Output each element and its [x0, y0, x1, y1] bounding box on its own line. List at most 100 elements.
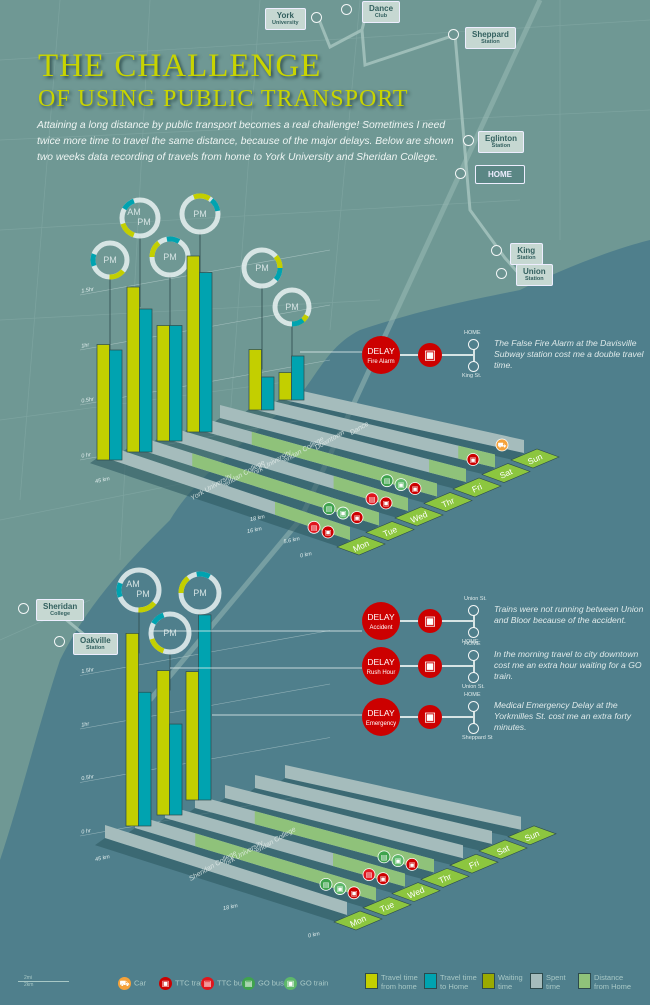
bar-travel-to-home[interactable] — [198, 614, 212, 801]
scale-km: 2km — [24, 982, 34, 988]
ttc-bus-icon: ▤ — [201, 977, 214, 990]
pm-label: PM — [137, 217, 151, 227]
y-tick-label: 0.5hr — [81, 396, 96, 404]
label-sub: Station — [86, 645, 105, 651]
car-icon: ⛟ — [495, 438, 509, 452]
swatch-color — [424, 973, 437, 989]
go-bus-icon: ▤ — [319, 877, 333, 891]
y-tick-label: 0 hr — [81, 452, 93, 460]
delay-badge[interactable]: DELAY Emergency — [362, 698, 400, 736]
ttc-train-icon: ▣ — [408, 482, 422, 495]
spent-time-strip — [220, 405, 466, 482]
day-tag — [449, 853, 499, 874]
chart-week-1: 0 hr0.5hr1hr1.5hrSun⛟DanceSat▣DowntownFr… — [79, 193, 560, 559]
bar-travel-to-home[interactable] — [261, 376, 275, 411]
bar-travel-from-home[interactable] — [126, 286, 140, 453]
bar-travel-to-home[interactable] — [291, 355, 305, 401]
day-row-sun: Sun⛟ — [270, 386, 560, 469]
svg-text:▤: ▤ — [311, 525, 318, 532]
time-of-day-clock: PM — [148, 611, 192, 655]
swatch-color — [578, 973, 591, 989]
bar-travel-from-home[interactable] — [248, 349, 262, 411]
route-from: HOME — [464, 330, 481, 336]
bar-travel-from-home[interactable] — [156, 325, 170, 442]
day-row-fri: Fri — [215, 785, 499, 874]
ttc-train-icon: ▣ — [347, 886, 361, 900]
route-start-node — [468, 339, 479, 350]
ttc-train-icon: ▣ — [350, 511, 364, 524]
label-sub: College — [50, 611, 71, 617]
go-train-icon: ▣ — [336, 506, 350, 520]
strip-shadow — [150, 437, 408, 519]
bar-travel-from-home[interactable] — [125, 633, 139, 827]
legend-label: GO bus — [258, 978, 284, 988]
distance-tick: 16 km — [247, 526, 263, 535]
bar-travel-to-home[interactable] — [138, 691, 152, 827]
oakville-node — [54, 636, 65, 647]
delay-reason: Rush Hour — [366, 670, 396, 676]
legend-item-ttc-bus: ▤TTC bus — [201, 977, 246, 990]
bar-travel-from-home[interactable] — [278, 372, 292, 401]
pm-label: PM — [193, 209, 207, 219]
bar-travel-from-home[interactable] — [96, 344, 110, 461]
day-tag — [510, 448, 560, 469]
bar-travel-to-home[interactable] — [169, 325, 183, 442]
bar-travel-from-home[interactable] — [186, 255, 200, 433]
sheppard-node — [448, 29, 459, 40]
king-node — [491, 245, 502, 256]
day-label: Thr — [440, 495, 456, 509]
bar-travel-to-home[interactable] — [199, 272, 213, 433]
go-train-icon: ▣ — [333, 882, 347, 895]
route-start-node — [468, 605, 479, 616]
day-tag — [362, 896, 412, 917]
distance-tick: 0 km — [300, 551, 313, 559]
go-train-icon: ▣ — [284, 977, 297, 990]
strip-shadow — [270, 399, 524, 461]
bar-travel-from-home[interactable] — [156, 670, 170, 816]
swatch-label-1: Spent — [546, 973, 566, 982]
label-name: Oakville — [80, 636, 111, 645]
bar-travel-to-home[interactable] — [139, 308, 153, 453]
day-label: Sat — [498, 466, 514, 481]
delay-reason: Emergency — [365, 721, 397, 727]
svg-text:▣: ▣ — [325, 530, 332, 537]
swatch-label-2: time — [498, 982, 513, 991]
bar-travel-to-home[interactable] — [109, 349, 123, 461]
y-tick-label: 1hr — [81, 721, 91, 728]
delay-title: DELAY — [367, 708, 395, 718]
label-sub: Station — [525, 276, 544, 282]
route-end-node — [468, 361, 479, 372]
map-label-home[interactable]: HOME — [475, 165, 525, 184]
bar-travel-from-home[interactable] — [185, 671, 199, 801]
ttc-train-icon: ▣ — [159, 977, 172, 990]
delay-reason: Accident — [369, 625, 393, 631]
go-bus-icon: ▤ — [377, 850, 391, 864]
route-to: King St. — [462, 373, 482, 379]
swatch-label-2: to Home — [440, 982, 469, 991]
route-start-node — [468, 650, 479, 661]
svg-text:▤: ▤ — [366, 872, 373, 879]
delay-description: In the morning travel to city downtown c… — [494, 649, 642, 681]
day-label: Fri — [467, 858, 480, 871]
svg-text:▤: ▤ — [381, 854, 388, 861]
day-tag — [420, 868, 470, 888]
pm-label: PM — [136, 589, 150, 599]
y-tick-label: 1hr — [81, 342, 91, 349]
ttc-bus-icon: ▤ — [362, 868, 376, 881]
bar-travel-to-home[interactable] — [169, 723, 183, 816]
